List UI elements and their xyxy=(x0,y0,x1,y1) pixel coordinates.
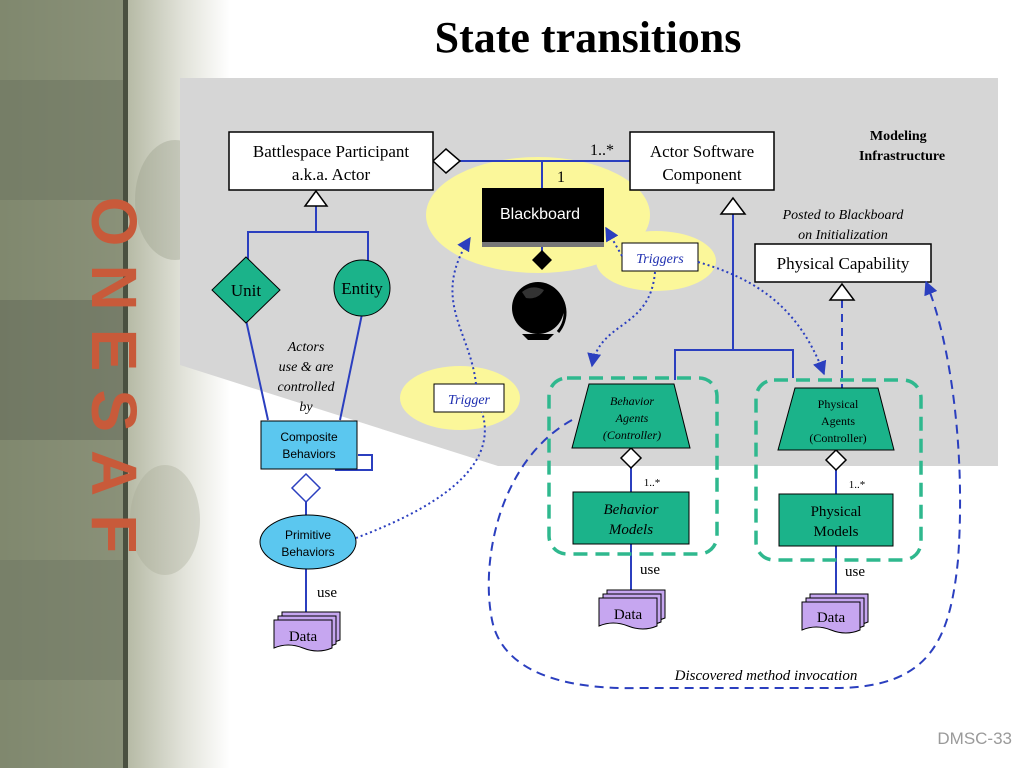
svg-text:Blackboard: Blackboard xyxy=(500,206,580,223)
svg-text:Triggers: Triggers xyxy=(636,252,684,267)
svg-text:Component: Component xyxy=(662,165,742,184)
multiplicity-physical: 1..* xyxy=(849,479,866,491)
page-title: State transitions xyxy=(435,13,742,62)
use-label-left: use xyxy=(317,585,337,601)
behavior-agents-node: Behavior Agents (Controller) xyxy=(571,383,691,449)
trigger-label: Trigger xyxy=(433,383,505,413)
svg-text:use & are: use & are xyxy=(279,360,334,375)
svg-text:by: by xyxy=(299,400,313,415)
physical-agent-group xyxy=(754,378,923,562)
svg-text:Data: Data xyxy=(817,610,846,626)
multiplicity-top: 1..* xyxy=(590,142,614,159)
svg-text:Physical Capability: Physical Capability xyxy=(777,254,910,273)
composite-behaviors-box: Composite Behaviors xyxy=(260,420,358,470)
posted-note: Posted to Blackboard on Initialization xyxy=(782,208,905,243)
unit-node: Unit xyxy=(211,256,281,324)
svg-text:Posted to Blackboard: Posted to Blackboard xyxy=(782,208,905,223)
svg-text:Physical: Physical xyxy=(818,397,859,411)
physical-models-box: Physical Models xyxy=(778,493,894,547)
svg-text:Primitive: Primitive xyxy=(285,528,331,542)
svg-text:a.k.a. Actor: a.k.a. Actor xyxy=(292,165,371,184)
aggregation-diamond-composite xyxy=(290,472,322,504)
inherit-triangle-capability xyxy=(828,282,856,301)
svg-text:Behavior: Behavior xyxy=(604,502,659,518)
svg-text:Trigger: Trigger xyxy=(448,393,491,408)
svg-text:Data: Data xyxy=(289,629,318,645)
svg-text:Unit: Unit xyxy=(231,281,262,300)
entity-node: Entity xyxy=(333,259,391,317)
trigger-arrows xyxy=(355,226,827,539)
data-stack-left: Data xyxy=(273,611,341,652)
physical-capability-box: Physical Capability xyxy=(754,243,932,283)
svg-text:Actor Software: Actor Software xyxy=(650,142,754,161)
svg-text:Composite: Composite xyxy=(280,430,338,444)
svg-text:(Controller): (Controller) xyxy=(809,431,866,445)
physical-agents-node: Physical Agents (Controller) xyxy=(777,387,895,451)
slide-number: DMSC-33 xyxy=(937,729,1012,748)
svg-text:Physical: Physical xyxy=(811,504,862,520)
use-label-right: use xyxy=(845,564,865,580)
globe-icon xyxy=(512,282,567,340)
behavior-models-box: Behavior Models xyxy=(572,491,690,545)
discovered-invocation-arrow xyxy=(487,280,962,690)
svg-text:Agents: Agents xyxy=(615,411,649,425)
svg-text:Actors: Actors xyxy=(287,340,325,355)
aggregation-diamond-behavior xyxy=(619,446,643,470)
svg-text:(Controller): (Controller) xyxy=(603,428,661,442)
triggers-label: Triggers xyxy=(621,242,699,272)
behavior-agent-group xyxy=(547,376,719,556)
aggregation-diamond-actor xyxy=(431,147,462,175)
blackboard-box: Blackboard xyxy=(482,188,604,247)
association-lines xyxy=(245,160,837,616)
use-label-middle: use xyxy=(640,562,660,578)
svg-text:Entity: Entity xyxy=(341,279,383,298)
svg-text:Behaviors: Behaviors xyxy=(282,447,335,461)
discovered-label: Discovered method invocation xyxy=(674,668,858,684)
svg-text:Models: Models xyxy=(814,524,859,540)
svg-text:Behavior: Behavior xyxy=(610,394,654,408)
svg-text:Data: Data xyxy=(614,607,643,623)
modeling-infrastructure-label: Modeling Infrastructure xyxy=(859,129,945,164)
svg-text:controlled: controlled xyxy=(277,380,335,395)
primitive-behaviors-node: Primitive Behaviors xyxy=(259,514,357,570)
inherit-triangle-actor xyxy=(303,189,329,207)
data-stack-right: Data xyxy=(801,593,869,634)
inherit-triangle-component xyxy=(719,196,747,215)
svg-text:Battlespace Participant: Battlespace Participant xyxy=(253,142,410,161)
svg-text:on Initialization: on Initialization xyxy=(798,228,888,243)
multiplicity-behavior: 1..* xyxy=(644,477,661,489)
actors-note: Actors use & are controlled by xyxy=(277,340,335,415)
onesaf-logo: ONESAF xyxy=(78,197,150,572)
battlespace-participant-box: Battlespace Participant a.k.a. Actor xyxy=(228,131,434,191)
svg-text:Behaviors: Behaviors xyxy=(281,545,334,559)
multiplicity-one: 1 xyxy=(557,169,565,186)
composition-diamond-blackboard xyxy=(532,250,552,270)
aggregation-diamond-physical xyxy=(824,448,848,472)
data-stack-middle: Data xyxy=(598,589,666,630)
svg-text:Models: Models xyxy=(608,522,653,538)
actor-software-component-box: Actor Software Component xyxy=(629,131,775,191)
svg-text:Agents: Agents xyxy=(821,414,855,428)
